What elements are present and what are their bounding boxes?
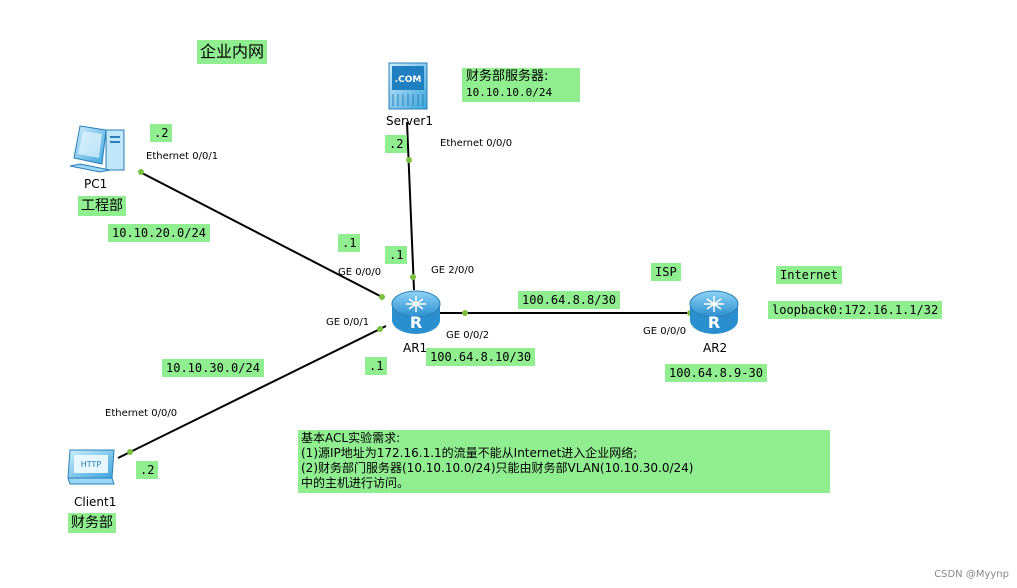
client1-host: .2 [136, 461, 159, 479]
ar1-ge200-label: GE 2/0/0 [431, 265, 475, 276]
requirements-box: 基本ACL实验需求: (1)源IP地址为172.16.1.1的流量不能从Inte… [298, 430, 830, 493]
port-dot-ar1-ge001 [377, 326, 383, 332]
client1-dept: 财务部 [68, 513, 116, 533]
server1-desc: 财务部服务器: [466, 69, 549, 84]
server1-desc-box: 财务部服务器: 10.10.10.0/24 [462, 68, 580, 102]
watermark: CSDN @Myynp [934, 569, 1009, 580]
server1-host: .2 [385, 135, 408, 153]
page-title: 企业内网 [197, 40, 268, 64]
server1-name: Server1 [386, 114, 433, 128]
requirements-heading: 基本ACL实验需求: [301, 431, 401, 445]
ar1-name: AR1 [403, 341, 428, 355]
ar1-ge002-label: GE 0/0/2 [446, 330, 490, 341]
pc1-host: .2 [150, 124, 173, 142]
requirements-line-1: (1)源IP地址为172.16.1.1的流量不能从Internet进入企业网络; [301, 446, 638, 460]
internet-label: Internet [776, 266, 842, 284]
port-dot-ar1-ge000 [379, 294, 385, 300]
svg-text:R: R [708, 313, 720, 332]
router-icon-ar2[interactable]: R [689, 290, 739, 334]
pc1-interface: Ethernet 0/0/1 [146, 151, 219, 162]
ar2-name: AR2 [703, 341, 728, 355]
ar2-ge000-label: GE 0/0/0 [643, 326, 687, 337]
ar1-server-side-host: .1 [385, 246, 408, 264]
ar1-ge000-label: GE 0/0/0 [338, 267, 382, 278]
link-client1-ar1 [117, 325, 387, 459]
port-dot-ar1-ge200 [410, 274, 416, 280]
pc-icon[interactable] [69, 125, 125, 173]
requirements-line-2: (2)财务部门服务器(10.10.10.0/24)只能由财务部VLAN(10.1… [301, 461, 694, 475]
ar1-ip: 100.64.8.10/30 [426, 348, 536, 366]
engineering-network: 10.10.20.0/24 [108, 224, 210, 242]
link-server1-ar1 [406, 121, 415, 291]
client-badge: HTTP [81, 460, 102, 469]
client-icon[interactable]: HTTP [67, 449, 115, 485]
server-badge: .COM [395, 75, 422, 85]
ar2-ip: 100.64.8.9-30 [665, 364, 767, 382]
isp-label: ISP [651, 263, 681, 281]
client1-name: Client1 [74, 495, 117, 509]
ar1-client-side-host: .1 [365, 357, 388, 375]
finance-vlan-network: 10.10.30.0/24 [162, 359, 264, 377]
link-pc1-ar1 [139, 171, 385, 299]
ar1-pc-side-host: .1 [338, 234, 361, 252]
ar1-ge001-label: GE 0/0/1 [326, 317, 370, 328]
server1-interface: Ethernet 0/0/0 [440, 138, 513, 149]
port-dot-client1 [127, 449, 133, 455]
port-dot-server1 [406, 157, 412, 163]
link-network: 100.64.8.8/30 [518, 291, 620, 309]
requirements-line-3: 中的主机进行访问。 [301, 476, 410, 490]
router-icon-ar1[interactable]: R [391, 290, 441, 334]
loopback-label: loopback0:172.16.1.1/32 [768, 301, 943, 319]
pc1-name: PC1 [84, 177, 108, 191]
svg-text:R: R [410, 313, 422, 332]
server1-network: 10.10.10.0/24 [466, 86, 553, 99]
port-dot-pc1 [138, 169, 144, 175]
pc1-dept: 工程部 [78, 196, 126, 216]
client1-interface: Ethernet 0/0/0 [105, 408, 178, 419]
server-icon[interactable]: .COM [388, 62, 428, 110]
port-dot-ar1-ge002 [462, 310, 468, 316]
